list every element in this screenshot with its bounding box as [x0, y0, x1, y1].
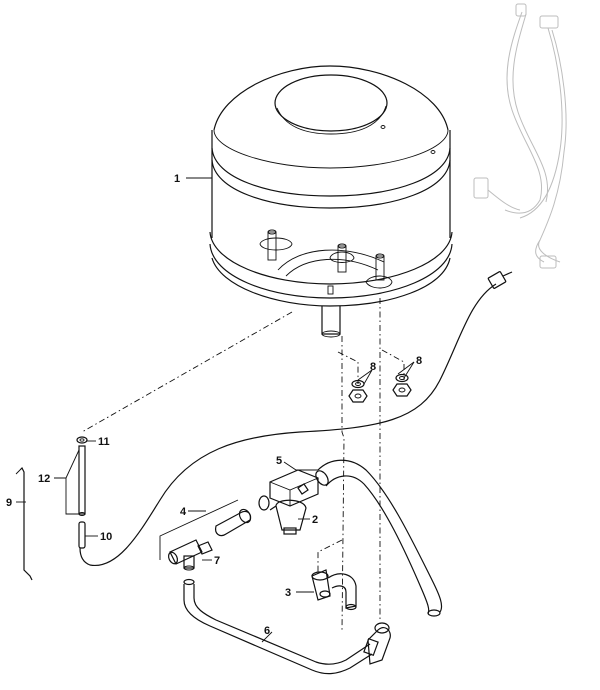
connector-ghost-1 — [515, 3, 527, 17]
callout-12: 12 — [38, 473, 50, 485]
connector-ghost-3 — [473, 177, 489, 199]
probe-sensor-10 — [78, 521, 86, 549]
sensor-probe-assembly — [15, 436, 88, 581]
callout-4: 4 — [180, 506, 187, 518]
callout-8-right: 8 — [416, 355, 422, 367]
callout-11: 11 — [98, 436, 110, 448]
callout-9: 9 — [6, 497, 12, 509]
connector-ghost-2 — [539, 15, 559, 29]
callout-8-left: 8 — [370, 361, 376, 373]
callout-7: 7 — [214, 555, 220, 567]
probe-rod-12 — [78, 445, 86, 515]
wire-clip-9 — [19, 466, 33, 581]
tank-top-cap — [274, 74, 388, 132]
hose-5 — [315, 459, 443, 617]
callout-10: 10 — [100, 531, 112, 543]
tee-fitting-7 — [167, 539, 213, 571]
tube-4 — [159, 499, 252, 560]
callout-5: 5 — [276, 455, 282, 467]
connector-ghost-4 — [539, 255, 557, 269]
callout-1: 1 — [174, 173, 180, 185]
callout-6: 6 — [264, 625, 270, 637]
nut-pair-right — [392, 373, 412, 397]
assembly-leaders — [81, 298, 405, 631]
tank-lid-dome — [213, 65, 449, 131]
washer-11 — [76, 436, 88, 444]
heating-element-posts — [259, 229, 393, 295]
callout-leaders — [16, 177, 415, 643]
elbow-3 — [311, 569, 357, 611]
sensor-wire — [79, 271, 513, 566]
hose-6 — [183, 578, 373, 675]
callout-3: 3 — [285, 587, 291, 599]
callout-2: 2 — [312, 514, 318, 526]
callout-labels: 1 2 3 4 5 6 7 8 8 9 10 11 12 — [6, 173, 422, 637]
wire-harness-ghost — [473, 3, 567, 269]
wire-connector — [487, 271, 507, 289]
valve-assembly — [258, 469, 319, 535]
elbow-fitting — [363, 622, 391, 665]
tank-assembly — [209, 65, 453, 338]
nut-pair-left — [348, 379, 368, 403]
